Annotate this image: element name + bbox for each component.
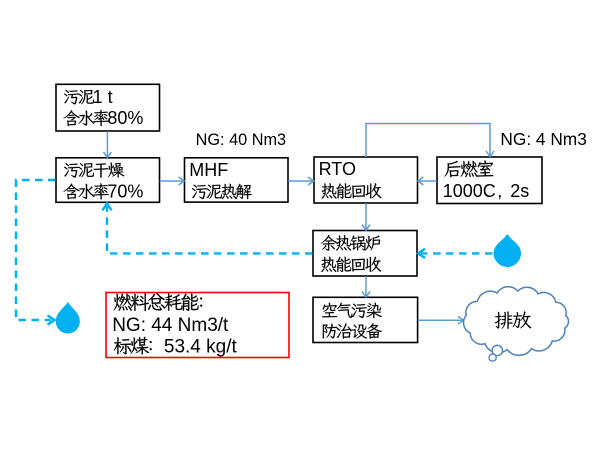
svg-text:53.4 kg/t: 53.4 kg/t [164, 337, 238, 358]
svg-text:70%: 70% [107, 182, 143, 202]
svg-text:RTO: RTO [319, 159, 356, 179]
svg-text:1000C: 1000C [443, 181, 496, 201]
svg-text:NG: 4 Nm3: NG: 4 Nm3 [500, 129, 586, 149]
svg-text:,: , [497, 181, 502, 201]
svg-text:NG: 40 Nm3: NG: 40 Nm3 [196, 131, 286, 149]
svg-text:1 t: 1 t [93, 87, 113, 107]
svg-text:MHF: MHF [189, 160, 228, 180]
svg-text:NG: 44 Nm3/t: NG: 44 Nm3/t [112, 315, 229, 336]
svg-text:80%: 80% [107, 108, 143, 128]
svg-text:2s: 2s [510, 181, 529, 201]
